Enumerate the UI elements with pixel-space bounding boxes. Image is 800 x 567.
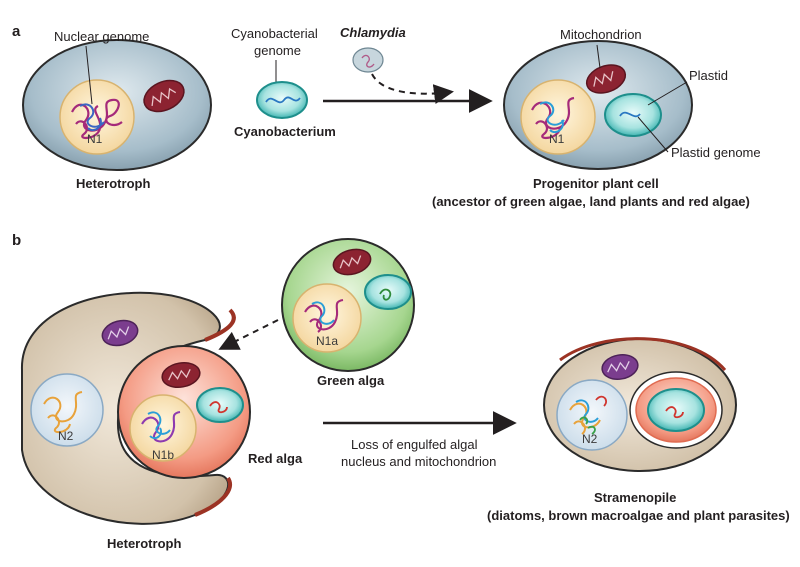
nucleus-n1a xyxy=(292,283,362,353)
plastid-genome-leader xyxy=(637,116,669,153)
stramenopile-subtitle: (diatoms, brown macroalgae and plant par… xyxy=(487,508,790,523)
complex-plastid-icon xyxy=(629,371,723,449)
red-alga-cell: N1b xyxy=(117,345,251,479)
nucleus-n1-progenitor xyxy=(520,79,596,155)
plastid-leader xyxy=(647,81,688,106)
violet-mitochondrion-icon xyxy=(101,319,139,347)
plastid-icon-red-alga xyxy=(196,387,244,423)
plastid-icon xyxy=(604,93,662,137)
progenitor-subtitle: (ancestor of green algae, land plants an… xyxy=(432,194,750,209)
mitochondrion-icon xyxy=(143,79,185,113)
plastid-icon-green-alga xyxy=(364,274,412,310)
plastid-genome-label: Plastid genome xyxy=(671,145,761,160)
heterotroph-cell-b: N2 xyxy=(20,291,236,525)
loss-label-2: nucleus and mitochondrion xyxy=(341,454,496,469)
genome-icon-progenitor xyxy=(531,96,575,140)
nuclear-genome-label: Nuclear genome xyxy=(54,29,149,44)
nuclear-genome-icon xyxy=(71,98,123,140)
n1-label-left: N1 xyxy=(87,132,103,146)
cyanobacterial-genome-label-1: Cyanobacterial xyxy=(231,26,318,41)
chlamydia-label: Chlamydia xyxy=(340,25,406,40)
panel-b-label: b xyxy=(12,232,21,249)
panel-a-label: a xyxy=(12,23,21,40)
stramenopile-rim xyxy=(559,337,727,371)
chlamydia-arrow xyxy=(371,73,454,105)
mitochondrion-label: Mitochondrion xyxy=(560,27,642,42)
cyanobacterial-genome-label-2: genome xyxy=(254,43,301,58)
mitochondrion-icon-green-alga xyxy=(332,248,372,276)
mitochondrion-leader xyxy=(596,44,601,69)
nucleus-n2-stramenopile xyxy=(556,379,628,451)
n1a-label: N1a xyxy=(316,334,338,348)
cyanobacterium-label: Cyanobacterium xyxy=(234,124,336,139)
mitochondrion-icon-progenitor xyxy=(585,64,627,94)
nucleus-n2 xyxy=(30,373,104,447)
stramenopile-title: Stramenopile xyxy=(594,490,676,505)
n1-label-right: N1 xyxy=(549,132,565,146)
heterotroph-label-a: Heterotroph xyxy=(76,176,150,191)
plastid-label: Plastid xyxy=(689,68,728,83)
chlamydia-icon xyxy=(352,47,384,73)
green-alga-cell: N1a xyxy=(281,238,415,372)
progenitor-title: Progenitor plant cell xyxy=(533,176,659,191)
nuclear-genome-leader xyxy=(85,45,93,105)
cyanobacterium-icon xyxy=(256,81,308,119)
progenitor-plant-cell: N1 xyxy=(503,40,693,170)
mitochondrion-icon-red-alga xyxy=(161,361,201,389)
green-alga-label: Green alga xyxy=(317,373,385,388)
stramenopile-cell: N2 xyxy=(543,337,737,472)
n1b-label: N1b xyxy=(152,448,174,462)
heterotroph-cell-a: N1 xyxy=(22,39,212,171)
violet-mitochondrion-icon-stramenopile xyxy=(601,354,639,380)
n2-label-right: N2 xyxy=(582,432,598,446)
n2-label-left: N2 xyxy=(58,429,74,443)
loss-label-1: Loss of engulfed algal xyxy=(351,437,478,452)
heterotroph-label-b: Heterotroph xyxy=(107,536,181,551)
red-alga-label: Red alga xyxy=(248,451,303,466)
